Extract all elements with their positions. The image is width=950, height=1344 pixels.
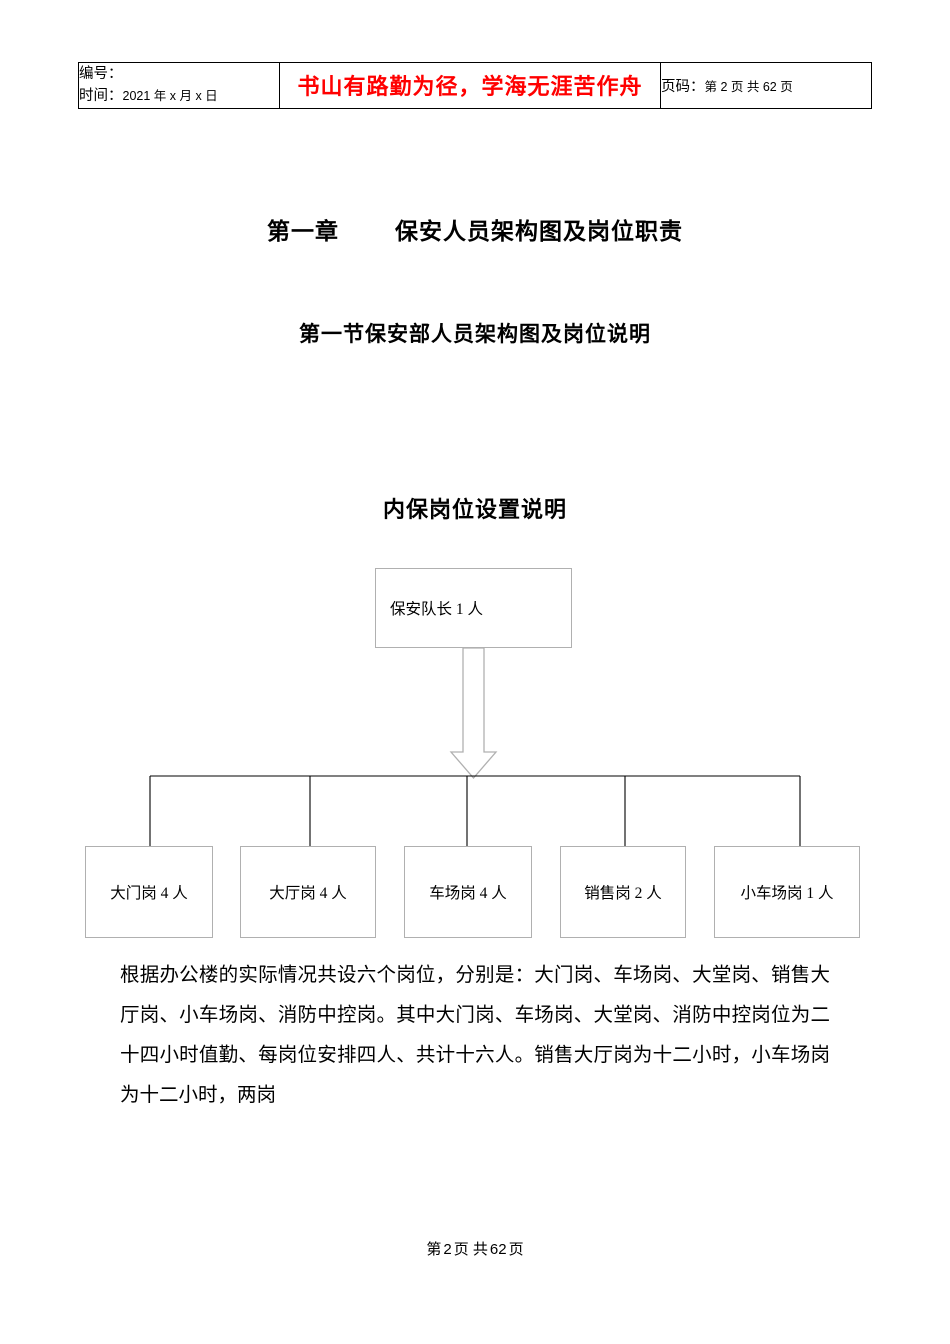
header-page-label: 页码： <box>661 78 705 95</box>
document-time-row: 时间：2021 年 x 月 x 日 <box>79 85 279 107</box>
header-slogan: 书山有路勤为径，学海无涯苦作舟 <box>279 62 661 109</box>
footer-suffix: 页 <box>508 1241 524 1258</box>
org-node-lobby: 大厅岗 4 人 <box>240 846 376 938</box>
body-paragraph: 根据办公楼的实际情况共设六个岗位，分别是：大门岗、车场岗、大堂岗、销售大厅岗、小… <box>120 965 830 1106</box>
org-node-gate-label: 大门岗 4 人 <box>110 885 188 902</box>
org-node-parking-label: 车场岗 4 人 <box>429 885 507 902</box>
org-chart: 保安队长 1 人 大门岗 4 人 大厅岗 4 人 车场岗 4 人 销售岗 2 人… <box>0 560 950 960</box>
chapter-title: 第一章 保安人员架构图及岗位职责 <box>0 212 950 246</box>
org-node-sales: 销售岗 2 人 <box>560 846 686 938</box>
section-title: 第一节保安部人员架构图及岗位说明 <box>299 322 651 346</box>
org-node-root: 保安队长 1 人 <box>375 568 572 648</box>
org-node-gate: 大门岗 4 人 <box>85 846 213 938</box>
document-header-table: 编号： 时间：2021 年 x 月 x 日 书山有路勤为径，学海无涯苦作舟 页码… <box>78 62 872 109</box>
org-node-root-label: 保安队长 1 人 <box>390 601 484 618</box>
footer-total-pages: 62 <box>489 1241 507 1258</box>
chapter-name: 保安人员架构图及岗位职责 <box>395 219 683 244</box>
document-time-value: 2021 年 x 月 x 日 <box>122 89 218 104</box>
header-meta-cell: 编号： 时间：2021 年 x 月 x 日 <box>78 62 280 109</box>
footer-page-number: 2 <box>443 1241 452 1258</box>
diagram-title: 内保岗位设置说明 <box>382 497 567 522</box>
org-node-small-parking-label: 小车场岗 1 人 <box>740 885 834 902</box>
footer-middle: 页 共 <box>453 1241 488 1258</box>
org-node-small-parking: 小车场岗 1 人 <box>714 846 860 938</box>
footer-prefix: 第 <box>426 1241 442 1258</box>
org-node-sales-label: 销售岗 2 人 <box>584 885 662 902</box>
header-page-value: 第 2 页 共 62 页 <box>704 79 793 94</box>
header-page-cell: 页码：第 2 页 共 62 页 <box>660 62 872 109</box>
org-chart-connectors <box>149 647 801 846</box>
org-node-parking: 车场岗 4 人 <box>404 846 532 938</box>
chapter-prefix: 第一章 <box>267 219 339 244</box>
document-time-label: 时间： <box>79 88 123 105</box>
root-down-arrow <box>449 647 498 779</box>
org-node-lobby-label: 大厅岗 4 人 <box>269 885 347 902</box>
document-number-label: 编号： <box>79 66 123 82</box>
